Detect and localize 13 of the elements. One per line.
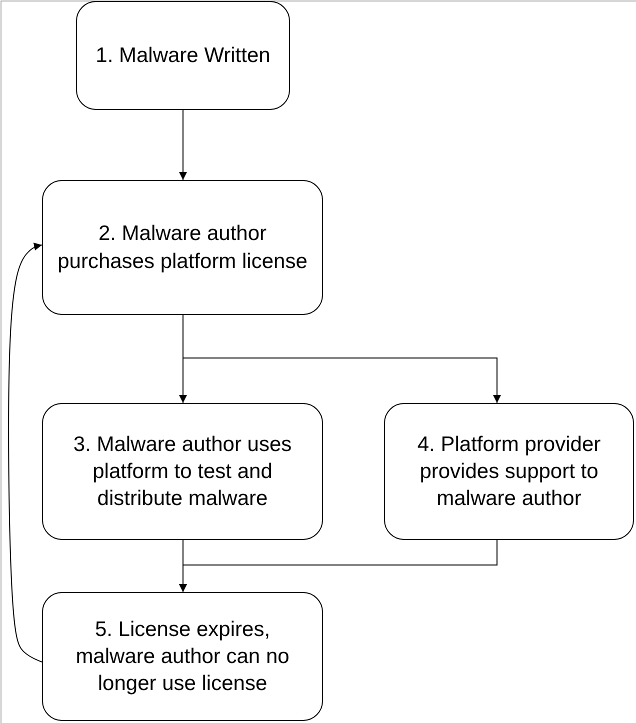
process-box xyxy=(42,403,323,540)
arrow xyxy=(8,242,42,662)
process-box xyxy=(42,180,323,315)
process-box xyxy=(384,403,634,540)
arrow xyxy=(179,540,498,592)
step-text: 5. License expires, malware author can no longer use license xyxy=(74,616,290,698)
step-text: 3. Malware author uses platform to test and distribute malware xyxy=(72,432,293,512)
step-text: 4. Platform provider provides support to malware author xyxy=(416,432,602,512)
process-box xyxy=(42,592,323,721)
step-text: 2. Malware author purchases platform license xyxy=(56,221,308,274)
step-text: 1. Malware Written xyxy=(96,42,270,69)
arrow xyxy=(179,110,187,180)
process-box xyxy=(76,1,290,110)
